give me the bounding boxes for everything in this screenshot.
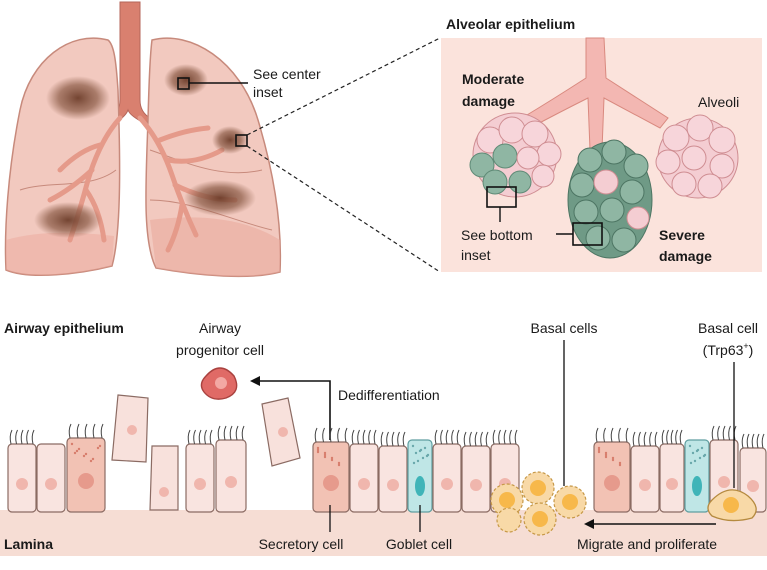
alveolar-epithelium-title: Alveolar epithelium [446, 16, 575, 32]
alveoli-label: Alveoli [698, 94, 739, 110]
alveoli-cluster-severe [567, 139, 653, 259]
ciliated-cell [461, 431, 491, 513]
basal-cell-trp63-label-1: Basal cell [698, 320, 758, 336]
basal-cells-cluster [490, 471, 587, 536]
lungs-illustration [4, 1, 441, 278]
secretory-cell [66, 423, 106, 513]
alveoli-illustration [469, 37, 739, 259]
moderate-damage-label-1: Moderate [462, 71, 524, 87]
dedifferentiation-label: Dedifferentiation [338, 387, 440, 403]
airway-epithelium-title: Airway epithelium [4, 320, 124, 336]
see-center-label-1: See center [253, 66, 321, 82]
lung-inset-marker [235, 134, 248, 147]
see-bottom-label-2: inset [461, 247, 491, 263]
secretory-cell [593, 427, 631, 513]
see-center-label-2: inset [253, 84, 283, 100]
secretory-cell-label: Secretory cell [259, 536, 344, 552]
airway-progenitor-cell [200, 367, 238, 400]
ciliated-cell [630, 431, 660, 513]
detached-cell [111, 394, 149, 463]
severe-damage-label-1: Severe [659, 227, 705, 243]
ciliated-cell [185, 429, 215, 513]
dedifferentiation-arrow [258, 380, 331, 440]
secretory-cell [312, 427, 350, 513]
alveoli-cluster-moderate [469, 112, 562, 198]
detached-cell [261, 397, 301, 467]
moderate-inset-marker [486, 186, 517, 208]
goblet-cell-label: Goblet cell [386, 536, 452, 552]
alveoli-cluster-healthy [655, 114, 739, 199]
basal-cell-trp63 [707, 489, 757, 522]
airway-progenitor-label-1: Airway [199, 320, 241, 336]
ciliated-cell [432, 429, 462, 513]
ciliated-cell [349, 429, 379, 513]
ciliated-cell [36, 443, 66, 513]
see-bottom-label-1: See bottom [461, 227, 533, 243]
airway-progenitor-label-2: progenitor cell [176, 342, 264, 358]
ciliated-cell [7, 429, 37, 513]
migrate-proliferate-label: Migrate and proliferate [577, 536, 717, 552]
ciliated-cell [215, 425, 247, 513]
detached-cell [149, 445, 179, 511]
severe-damage-label-2: damage [659, 248, 712, 264]
goblet-cell [407, 439, 433, 513]
epithelial-cells [7, 423, 767, 513]
lamina-label: Lamina [4, 536, 53, 552]
lamina-band [0, 510, 767, 556]
goblet-cell [684, 439, 710, 513]
basal-cells-label: Basal cells [531, 320, 598, 336]
moderate-damage-label-2: damage [462, 93, 515, 109]
ciliated-cell [659, 429, 685, 513]
ciliated-cell [378, 431, 408, 513]
basal-cell-trp63-label-2: (Trp63+) [703, 341, 754, 358]
